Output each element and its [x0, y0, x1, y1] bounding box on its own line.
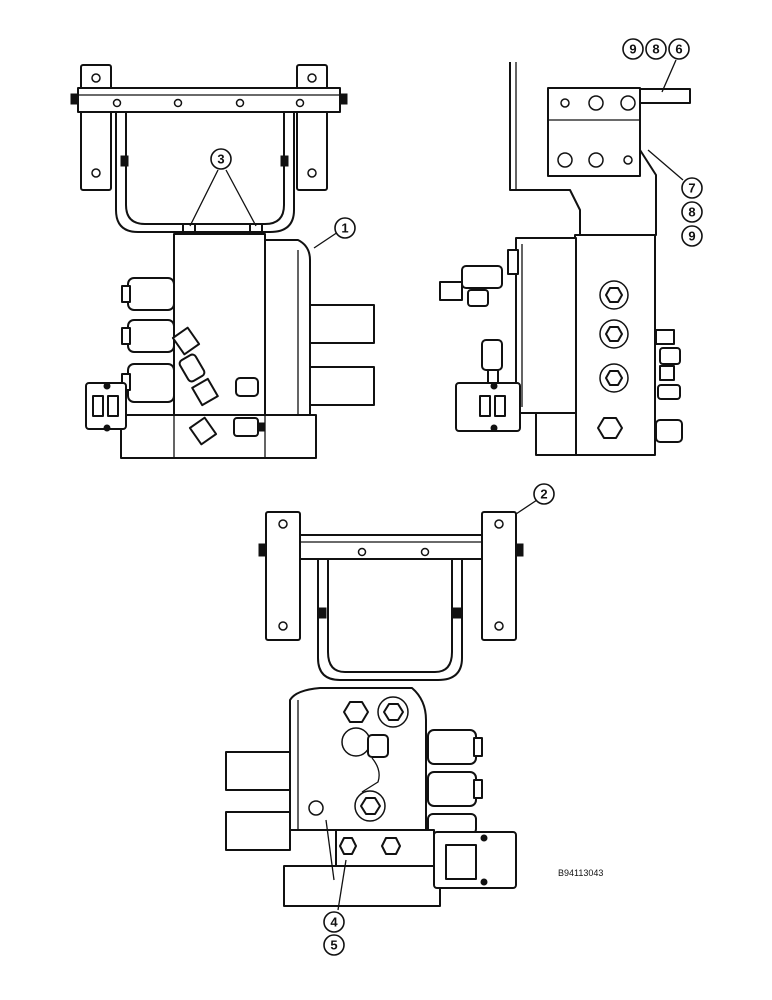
callout-3: 3	[210, 148, 232, 170]
leader-lines	[189, 59, 684, 911]
svg-text:8: 8	[652, 42, 659, 57]
callout-9-top: 9	[622, 38, 644, 60]
view-front-left	[70, 64, 375, 459]
callout-7: 7	[681, 177, 703, 199]
svg-text:9: 9	[688, 229, 695, 244]
view-side-right	[439, 62, 691, 456]
svg-text:7: 7	[688, 181, 695, 196]
callout-8-side: 8	[681, 201, 703, 223]
callout-1: 1	[334, 217, 356, 239]
solenoid-3	[127, 363, 175, 403]
drawing-code: B94113043	[558, 868, 603, 878]
svg-text:4: 4	[330, 915, 338, 930]
solenoid-2	[127, 319, 175, 353]
callout-2: 2	[533, 483, 555, 505]
side-left-block	[515, 237, 577, 414]
view-rear-bottom	[225, 511, 524, 907]
svg-text:5: 5	[330, 938, 337, 953]
callout-9-side: 9	[681, 225, 703, 247]
callout-8-top: 8	[645, 38, 667, 60]
bracket-rail-top	[77, 87, 341, 113]
solenoid-1	[127, 277, 175, 311]
callout-6: 6	[668, 38, 690, 60]
svg-text:3: 3	[217, 152, 224, 167]
callout-4: 4	[323, 911, 345, 933]
svg-text:6: 6	[675, 42, 682, 57]
svg-text:9: 9	[629, 42, 636, 57]
base-block	[120, 414, 317, 459]
svg-text:8: 8	[688, 205, 695, 220]
svg-text:1: 1	[341, 221, 348, 236]
callout-5: 5	[323, 934, 345, 956]
svg-text:2: 2	[540, 487, 547, 502]
